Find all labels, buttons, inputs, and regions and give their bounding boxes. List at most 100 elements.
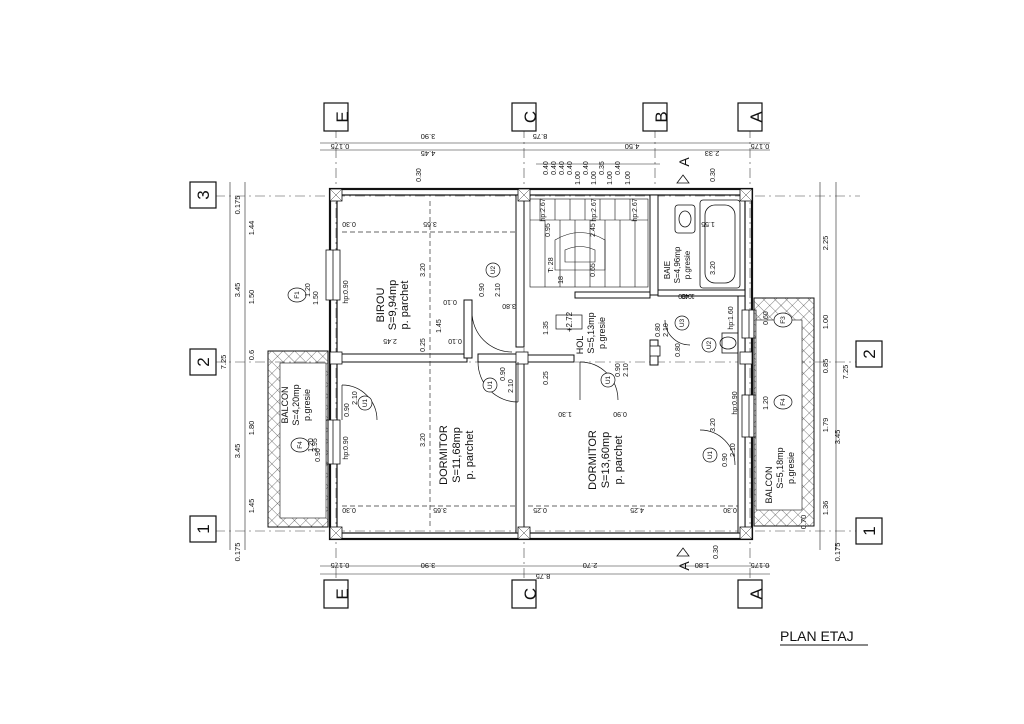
dim-top-233: 2.33 bbox=[705, 149, 720, 158]
int-dim-5: 2.45 bbox=[383, 337, 397, 344]
door-dim-11: 0.80 bbox=[655, 323, 662, 337]
toilet bbox=[719, 332, 739, 354]
int-dim-3: 3.20 bbox=[420, 263, 427, 277]
room-birou-name: BIROU bbox=[375, 288, 387, 323]
room-dormitor2-area: S=13,60mp bbox=[600, 432, 612, 489]
room-baie-name: BAIE bbox=[663, 261, 672, 279]
dim-bottom-270: 2.70 bbox=[583, 561, 598, 570]
win-dim-5: hp:0.90 bbox=[732, 391, 739, 414]
door-dim-6: 2.10 bbox=[623, 363, 630, 377]
sink bbox=[674, 204, 696, 234]
int-dim-20: 3.20 bbox=[710, 418, 717, 432]
win-dim-8: 1.20 bbox=[308, 438, 315, 452]
int-dim-6: 0.25 bbox=[420, 338, 427, 352]
dim-right-725: 7.25 bbox=[841, 365, 850, 380]
dim-small-3: 0.40 bbox=[559, 161, 566, 175]
dim-top-total: 8.75 bbox=[533, 132, 548, 141]
axis-label-left-2: 2 bbox=[194, 357, 213, 366]
dim-right-179: 1.79 bbox=[821, 418, 830, 433]
window-tags bbox=[287, 287, 793, 453]
int-dim-14: 3.65 bbox=[433, 506, 447, 513]
dim-bottom-0175-left: 0.175 bbox=[331, 561, 350, 570]
level-mark-box bbox=[555, 314, 583, 330]
room-birou-area: S=9,94mp bbox=[387, 280, 399, 330]
balcony-right bbox=[753, 297, 815, 527]
dim-left-145: 1.45 bbox=[247, 499, 256, 514]
dim-bottom-total: 8.75 bbox=[536, 572, 551, 581]
room-dormitor1-floor: p. parchet bbox=[464, 431, 476, 480]
section-mark-top: A bbox=[676, 157, 692, 167]
win-dim-10: 0.60 bbox=[763, 311, 770, 325]
room-balcon-right-floor: p.gresie bbox=[786, 452, 796, 484]
room-balcon-left-area: S=4,20mp bbox=[291, 384, 301, 425]
axis-label-top-e: E bbox=[333, 111, 352, 122]
room-balcon-left-name: BALCON bbox=[280, 386, 290, 423]
win-dim-7: 0.90 bbox=[315, 448, 322, 462]
axis-label-top-b: B bbox=[652, 111, 671, 122]
axis-label-bottom-e: E bbox=[333, 588, 352, 599]
dim-left-144: 1.44 bbox=[247, 221, 256, 236]
int-dim-7: 1.45 bbox=[436, 319, 443, 333]
stair-width: 0.95 bbox=[545, 223, 552, 237]
dim-small-5: 1.00 bbox=[575, 171, 582, 185]
room-balcon-right-name: BALCON bbox=[764, 466, 774, 503]
door-dim-2: 2.10 bbox=[352, 391, 359, 405]
axis-label-right-2: 2 bbox=[860, 349, 879, 358]
section-triangles bbox=[676, 174, 690, 557]
door-dim-1: 0.90 bbox=[344, 403, 351, 417]
door-dim-8: 2.10 bbox=[730, 443, 737, 457]
int-dim-21: 1.55 bbox=[701, 220, 715, 227]
room-hol-name: HOL bbox=[575, 336, 585, 355]
room-dormitor2-name: DORMITOR bbox=[587, 430, 599, 490]
dim-top-390: 3.90 bbox=[421, 132, 436, 141]
door-dim-12: 2.10 bbox=[663, 323, 670, 337]
room-balcon-right-area: S=5,18mp bbox=[775, 447, 785, 488]
dim-left-150: 1.50 bbox=[247, 290, 256, 305]
int-dim-18: 0.30 bbox=[723, 506, 737, 513]
axis-label-left-1: 1 bbox=[194, 524, 213, 533]
room-balcon-left-floor: p.gresie bbox=[302, 389, 312, 421]
window-tag-f3: F3 bbox=[780, 316, 787, 324]
dim-small-11: 1.00 bbox=[625, 171, 632, 185]
section-mark-bottom: A bbox=[676, 561, 692, 571]
structural-columns bbox=[329, 188, 753, 540]
dim-bottom-390: 3.90 bbox=[421, 561, 436, 570]
staircase bbox=[529, 198, 649, 288]
dim-top-445: 4.45 bbox=[421, 149, 436, 158]
room-hol-area: S=5,13mp bbox=[586, 312, 596, 353]
dim-top-0175-right: 0.175 bbox=[751, 142, 770, 151]
int-dim-12: 0.90 bbox=[613, 410, 627, 417]
beam-lines bbox=[342, 201, 738, 527]
dim-bottom-0175-right: 0.175 bbox=[751, 561, 770, 570]
interior-walls bbox=[336, 194, 746, 534]
room-birou-floor: p. parchet bbox=[399, 281, 411, 330]
window-tag-f1: F1 bbox=[294, 291, 301, 299]
axis-label-top-c: C bbox=[521, 111, 540, 123]
dim-small-6: 0.40 bbox=[583, 161, 590, 175]
dim-top-0175-left: 0.175 bbox=[331, 142, 350, 151]
dim-left-345-top: 3.45 bbox=[233, 283, 242, 298]
dim-bottom-180: 1.80 bbox=[695, 561, 710, 570]
int-dim-19: 3.20 bbox=[420, 433, 427, 447]
win-dim-1: 1.20 bbox=[305, 283, 312, 297]
dim-left-345-bottom: 3.45 bbox=[233, 444, 242, 459]
stair-riser: T: 28 bbox=[548, 257, 555, 272]
door-tag-u1-d: U1 bbox=[707, 450, 714, 459]
dim-left-06: 0.6 bbox=[247, 350, 256, 360]
room-baie-area: S=4,96mp bbox=[673, 246, 682, 283]
int-dim-15: 0.30 bbox=[342, 506, 356, 513]
door-tag-u1-a: U1 bbox=[362, 398, 369, 407]
stair-height-2: hp:2.67 bbox=[591, 198, 598, 221]
int-dim-27: 0.80 bbox=[675, 343, 682, 357]
axis-label-right-1: 1 bbox=[860, 526, 879, 535]
dim-right-345: 3.45 bbox=[833, 430, 842, 445]
door-dim-9: 0.90 bbox=[479, 283, 486, 297]
bathtub bbox=[699, 199, 741, 289]
windows bbox=[325, 249, 757, 465]
door-dim-10: 2.10 bbox=[495, 283, 502, 297]
dim-right-085: 0.85 bbox=[821, 359, 830, 374]
dim-left-180: 1.80 bbox=[247, 421, 256, 436]
dim-left-725: 7.25 bbox=[219, 355, 228, 370]
door-swings bbox=[341, 311, 739, 466]
